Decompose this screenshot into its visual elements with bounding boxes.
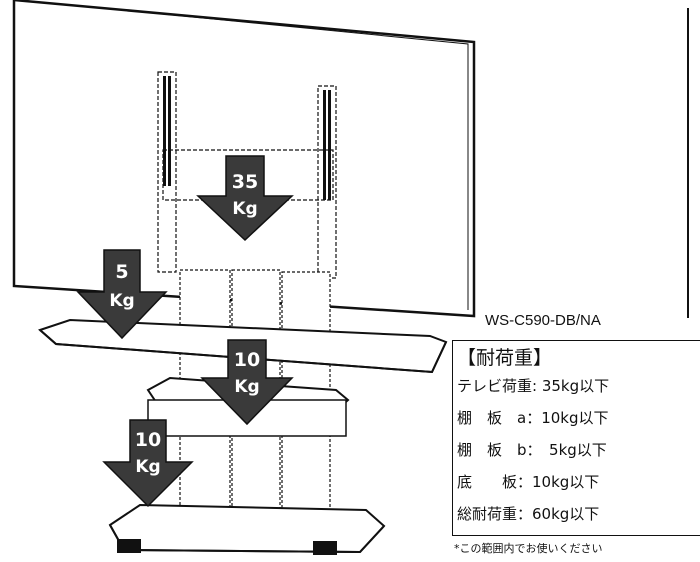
load-value-tv: 35 xyxy=(232,171,258,193)
load-capacity-box: 【耐荷重】 テレビ荷重: 35kg以下 棚 板 a：10kg以下 棚 板 b： … xyxy=(452,340,700,536)
load-unit-shelf-a: Kg xyxy=(109,291,134,311)
load-arrow-shelf-b: 10 Kg xyxy=(200,339,294,426)
load-value-shelf-a: 5 xyxy=(115,261,128,283)
model-number: WS-C590-DB/NA xyxy=(485,312,601,329)
spec-row-base: 底 板：10kg以下 xyxy=(457,473,600,491)
stand-base xyxy=(108,503,386,555)
load-unit-tv: Kg xyxy=(232,199,257,219)
spec-row-total: 総耐荷重：60kg以下 xyxy=(457,505,600,523)
spec-row-tv: テレビ荷重: 35kg以下 xyxy=(457,377,610,395)
load-unit-shelf-b: Kg xyxy=(234,377,259,397)
mount-holes xyxy=(163,76,331,200)
load-arrow-base: 10 Kg xyxy=(102,419,194,508)
usage-note: *この範囲内でお使いください xyxy=(454,542,603,555)
spec-row-shelf-b: 棚 板 b： 5kg以下 xyxy=(457,441,607,459)
spec-row-shelf-a: 棚 板 a：10kg以下 xyxy=(457,409,609,427)
load-arrow-shelf-a: 5 Kg xyxy=(76,249,168,340)
load-arrow-tv: 35 Kg xyxy=(196,155,294,242)
load-value-base: 10 xyxy=(135,429,161,451)
load-value-shelf-b: 10 xyxy=(234,349,260,371)
spec-title: 【耐荷重】 xyxy=(457,347,553,369)
load-unit-base: Kg xyxy=(135,457,160,477)
